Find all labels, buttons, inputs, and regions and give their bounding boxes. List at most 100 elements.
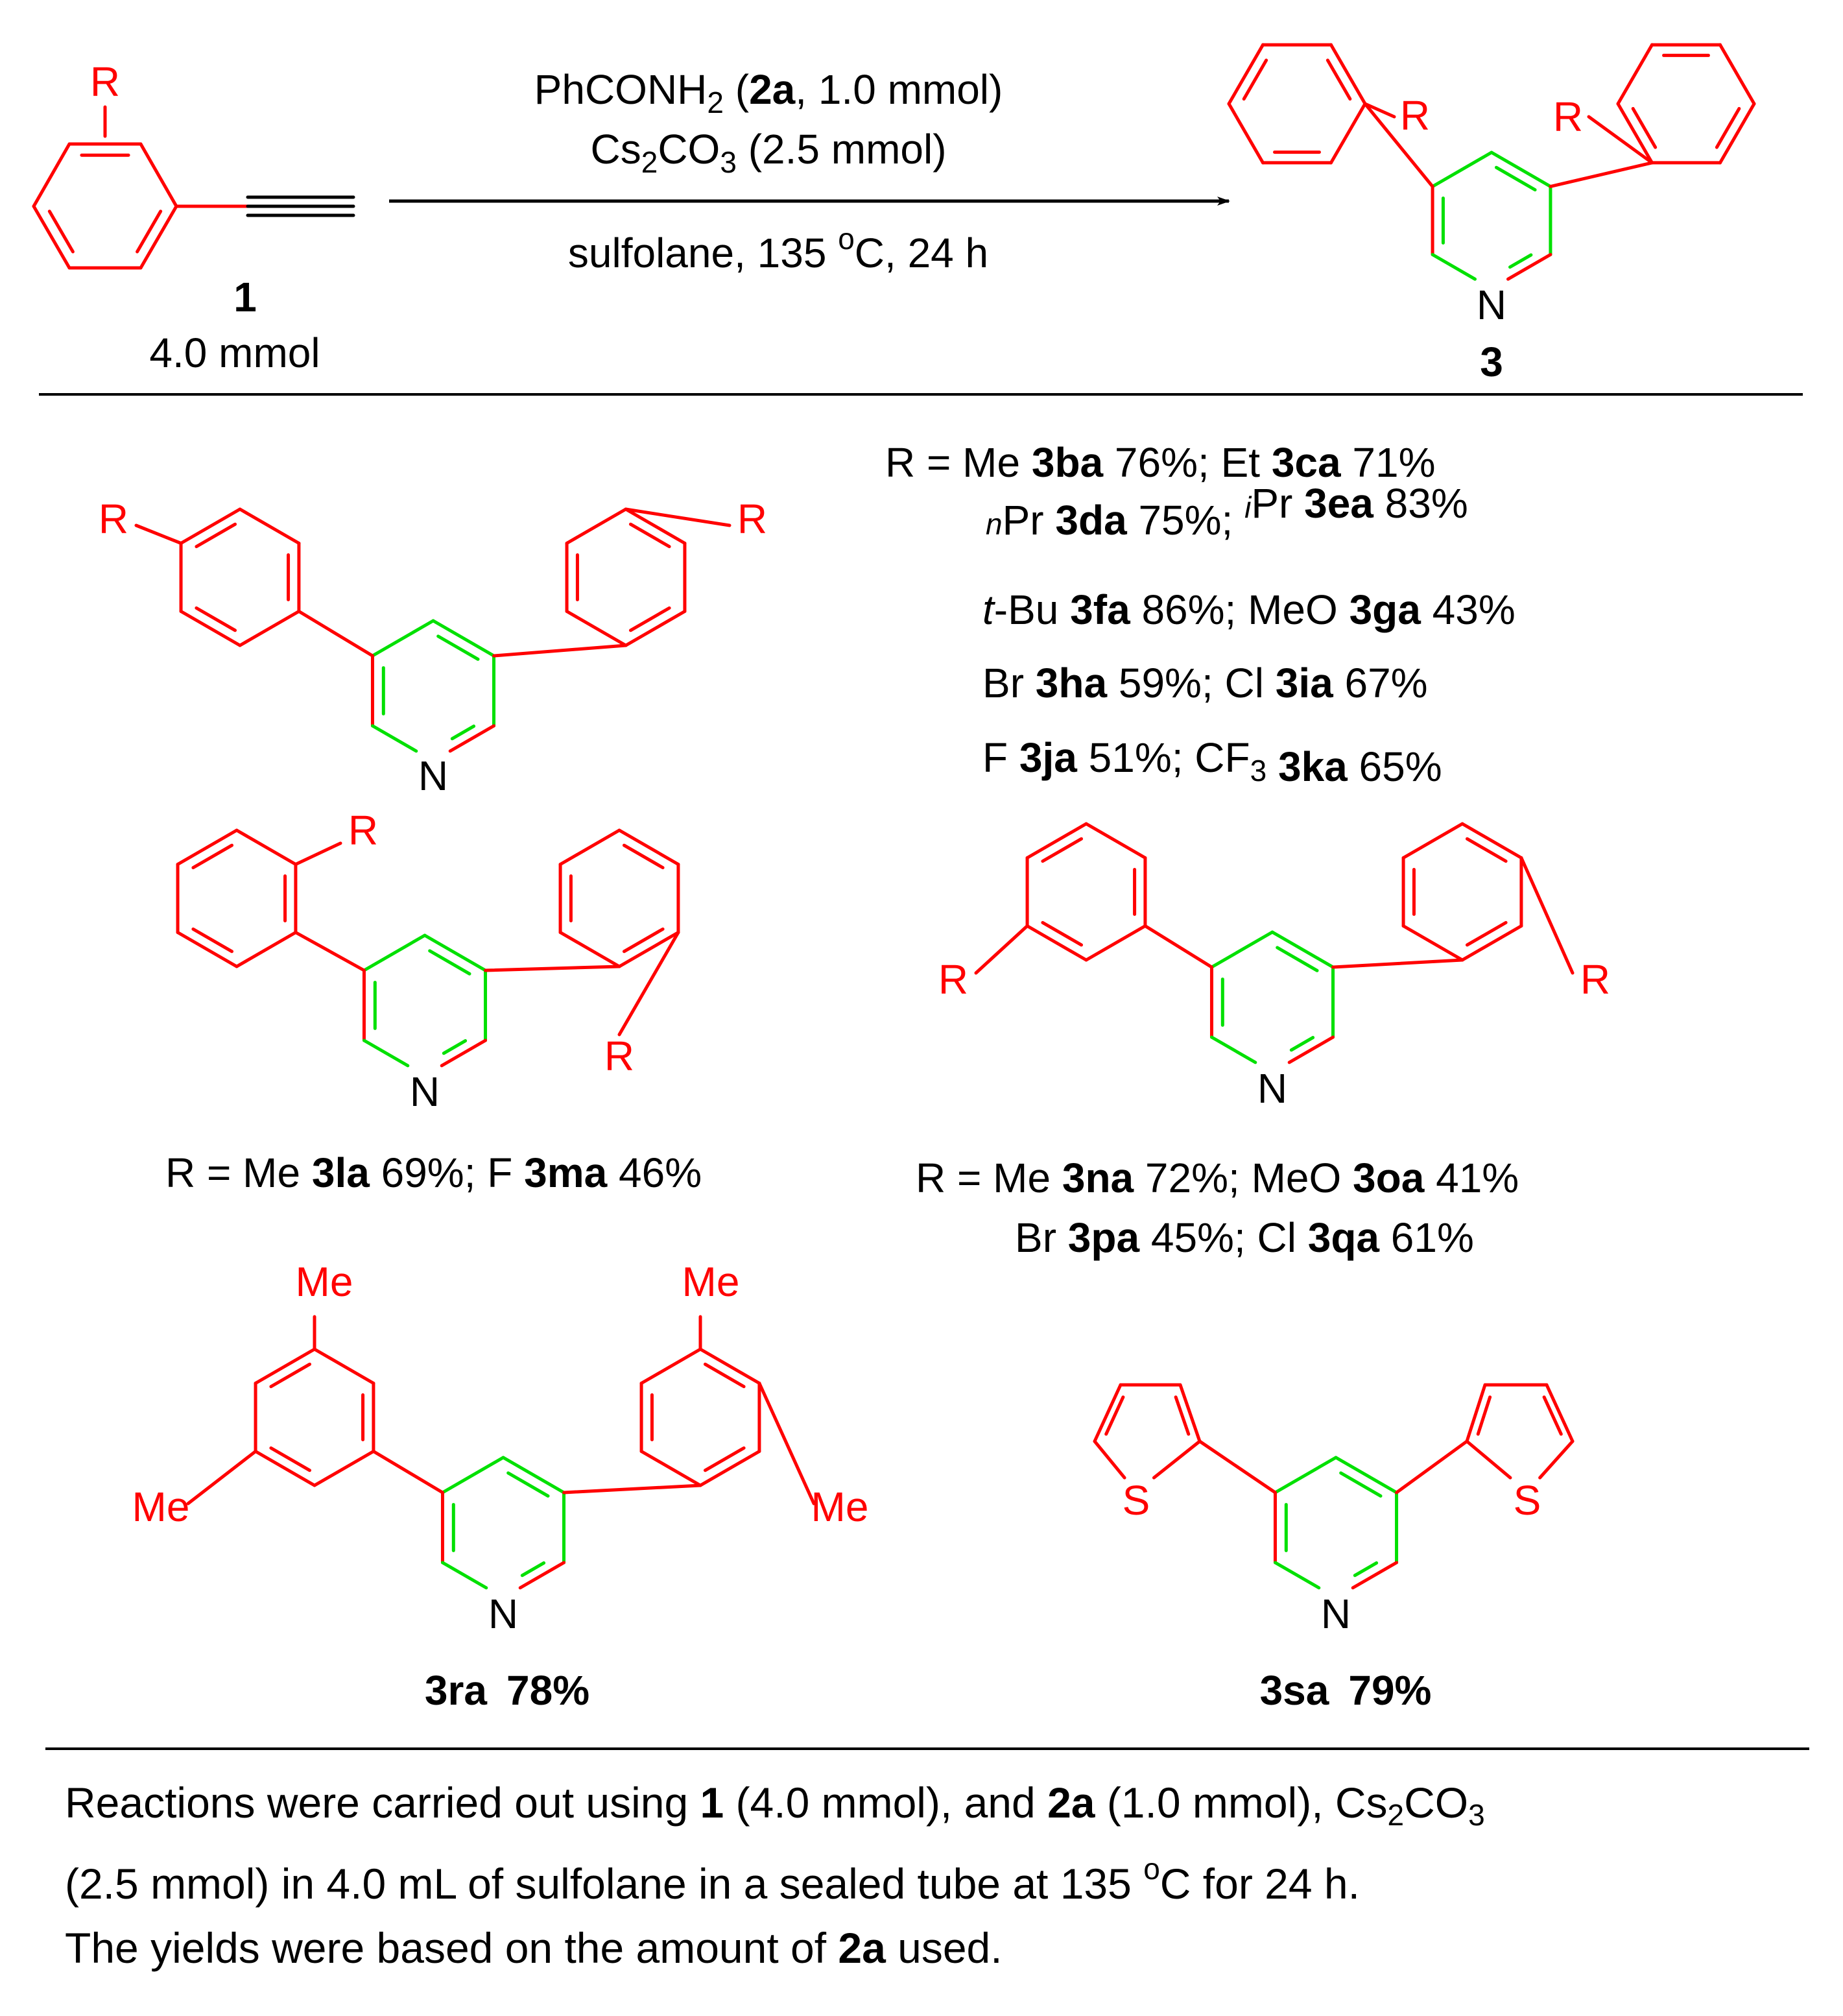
double-bond <box>1041 837 1084 863</box>
ring-bond <box>1460 924 1523 962</box>
dimethyl-me-4: Me <box>811 1483 869 1530</box>
bond <box>1363 102 1434 188</box>
double-bond <box>269 1446 312 1472</box>
ring-bond <box>1084 924 1147 962</box>
pyridine-bond <box>423 933 488 972</box>
bond <box>1395 1439 1469 1494</box>
pyridine-bond <box>1506 253 1552 281</box>
pyridine-bond <box>1431 253 1477 281</box>
double-bond <box>191 927 234 954</box>
ring-bond <box>235 931 298 968</box>
ring-bond <box>624 610 687 647</box>
yield-line: F 3ja 51%; CF3 3ka 65% <box>982 734 1442 790</box>
ring-bond <box>558 931 621 968</box>
substituent-bond <box>757 1382 816 1506</box>
ring-bond <box>617 828 680 866</box>
pyridine-bond <box>1334 1456 1399 1494</box>
pyridine-bond <box>1287 1035 1335 1064</box>
double-bond <box>1476 1395 1492 1436</box>
ring-bond <box>32 204 71 270</box>
double-bond <box>1542 1395 1563 1436</box>
ring-bond <box>1465 1383 1487 1443</box>
reactant-amount: 4.0 mmol <box>149 330 320 376</box>
pyridine-bond <box>518 1561 566 1590</box>
bond <box>492 643 628 658</box>
pyridine-bond <box>370 619 435 658</box>
thienyl-s-left: S <box>1123 1477 1150 1524</box>
pyridine-bond <box>1209 1035 1257 1064</box>
pyridine-bond <box>362 1038 410 1068</box>
condition-solvent: sulfolane, 135 oC, 24 h <box>568 222 988 276</box>
double-bond <box>1104 1395 1125 1436</box>
ring-bond <box>1538 1439 1575 1480</box>
ring-bond <box>639 1450 702 1487</box>
ring-bond <box>238 610 301 647</box>
reactant-r-label: R <box>90 58 120 105</box>
dimethyl-me-2: Me <box>132 1483 190 1530</box>
ring-bond <box>617 931 680 968</box>
yield-line: Br 3pa 45%; Cl 3qa 61% <box>1015 1214 1474 1261</box>
meta-r-right: R <box>1580 956 1610 1003</box>
double-bond <box>622 927 665 954</box>
pyridine-bond <box>362 933 427 972</box>
ring-bond <box>179 610 242 647</box>
ring-bond <box>1178 1383 1202 1443</box>
substituent-bond <box>186 1450 257 1506</box>
yield-line: R = Me 3na 72%; MeO 3oa 41% <box>916 1155 1519 1201</box>
ring-bond <box>1093 1439 1126 1480</box>
pyridine-bond <box>1273 1561 1321 1590</box>
product-r-left: R <box>1400 92 1430 139</box>
bond <box>1331 958 1464 969</box>
bond <box>372 1450 444 1494</box>
ring-bond <box>1227 102 1265 165</box>
ring-bond <box>176 828 239 866</box>
bond <box>484 965 621 972</box>
meta-r-left: R <box>938 956 968 1003</box>
ring-bond <box>1329 102 1367 165</box>
bond <box>297 610 374 658</box>
double-bond <box>1715 106 1741 149</box>
ring-bond <box>235 828 298 866</box>
double-bond <box>1339 1471 1383 1498</box>
yield-line: R = Me 3la 69%; F 3ma 46% <box>165 1149 702 1196</box>
pyridine-bond <box>1209 930 1274 969</box>
double-bond <box>506 1471 550 1498</box>
pyridine-bond <box>440 1561 488 1590</box>
yield-line: t-Bu 3fa 86%; MeO 3ga 43% <box>982 586 1516 633</box>
ring-bond <box>1227 43 1265 106</box>
double-bond <box>1326 58 1352 101</box>
double-bond <box>47 210 75 254</box>
double-bond <box>520 1561 546 1578</box>
double-bond <box>1276 946 1319 972</box>
ring-bond <box>565 507 628 545</box>
double-bond <box>1508 253 1533 269</box>
double-bond <box>1631 106 1658 149</box>
ring-bond <box>176 931 239 968</box>
ring-bond <box>1616 102 1654 165</box>
substituent-bond <box>617 931 680 1037</box>
double-bond <box>442 1039 468 1055</box>
dimethyl-n: N <box>488 1590 518 1637</box>
footnote-line-2: (2.5 mmol) in 4.0 mL of sulfolane in a s… <box>65 1852 1360 1908</box>
double-bond <box>1041 920 1084 947</box>
footnote-line-1: Reactions were carried out using 1 (4.0 … <box>65 1779 1485 1832</box>
ring-bond <box>1025 924 1088 962</box>
para-r-left: R <box>99 496 128 542</box>
pyridine-bond <box>1351 1561 1399 1590</box>
double-bond <box>628 606 671 632</box>
substituent-bond <box>134 523 183 545</box>
ring-bond <box>1329 43 1367 106</box>
ring-bond <box>254 1450 316 1487</box>
double-bond <box>628 522 671 549</box>
double-bond <box>436 634 480 661</box>
substituent-bond <box>294 841 342 866</box>
substituent-bond <box>974 924 1029 975</box>
product-n: N <box>1477 282 1506 328</box>
condition-base: Cs2CO3 (2.5 mmol) <box>591 126 947 179</box>
double-bond <box>703 1362 746 1389</box>
ring-bond <box>1152 1439 1202 1480</box>
ring-bond <box>1084 822 1147 859</box>
